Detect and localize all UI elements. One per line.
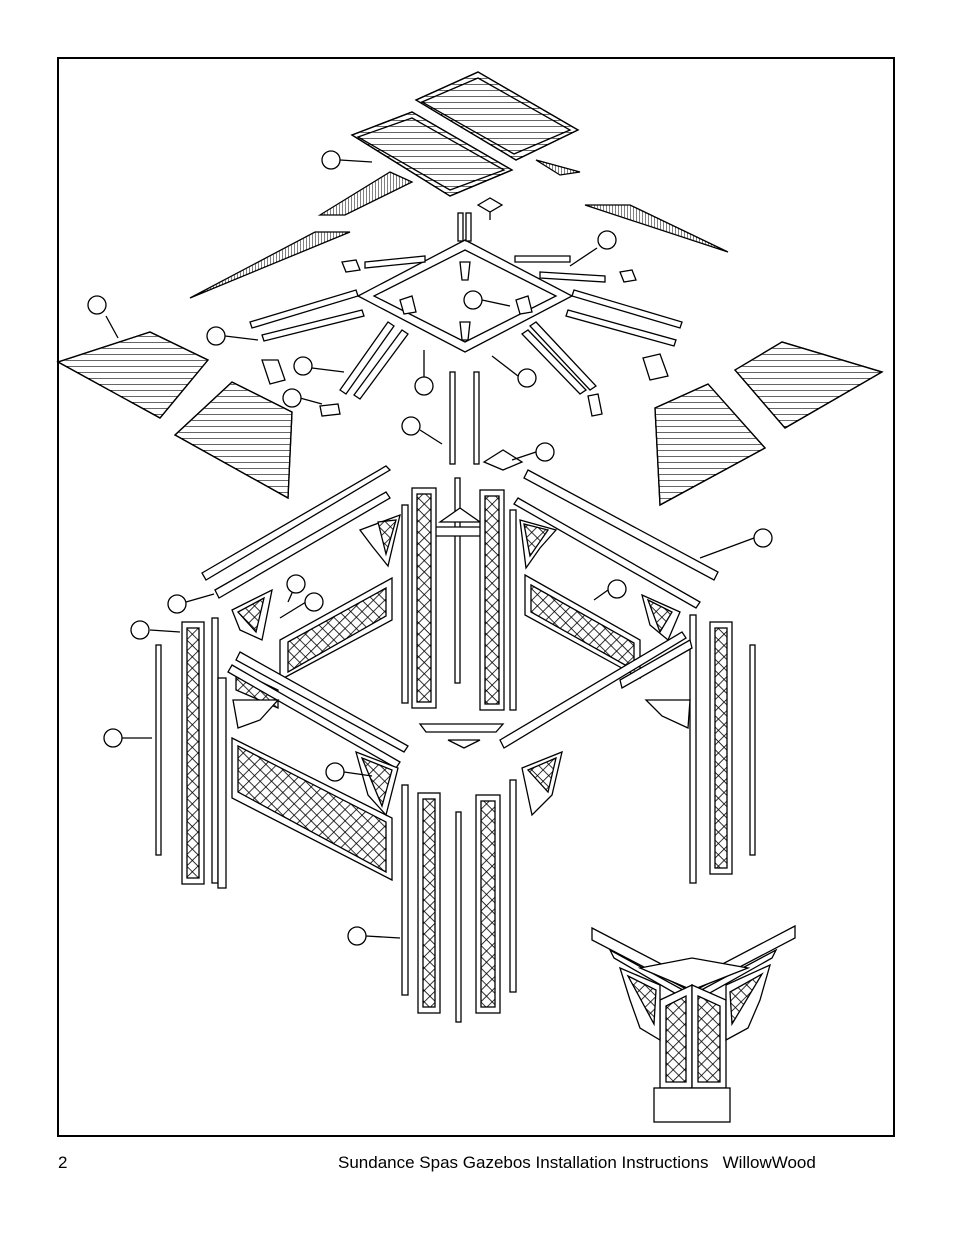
page-number: 2 (58, 1153, 68, 1172)
document-title: Sundance Spas Gazebos Installation Instr… (338, 1153, 816, 1172)
roof-brackets (261, 259, 669, 471)
roof-shingles-upper (189, 204, 729, 299)
roof-top-panels (317, 71, 581, 216)
bottom-beams (227, 631, 693, 769)
callout-leaders (105, 159, 755, 939)
lattice-panels (231, 573, 641, 882)
corner-posts (155, 487, 756, 1023)
corner-detail-inset (591, 924, 796, 1123)
diagram-frame (57, 57, 895, 1137)
center-posts (449, 371, 480, 684)
top-beams (201, 465, 719, 749)
roof-rafters (249, 255, 683, 400)
corner-brackets (231, 513, 691, 817)
callout-circles (87, 150, 773, 946)
roof-shingles-lower (56, 331, 884, 507)
